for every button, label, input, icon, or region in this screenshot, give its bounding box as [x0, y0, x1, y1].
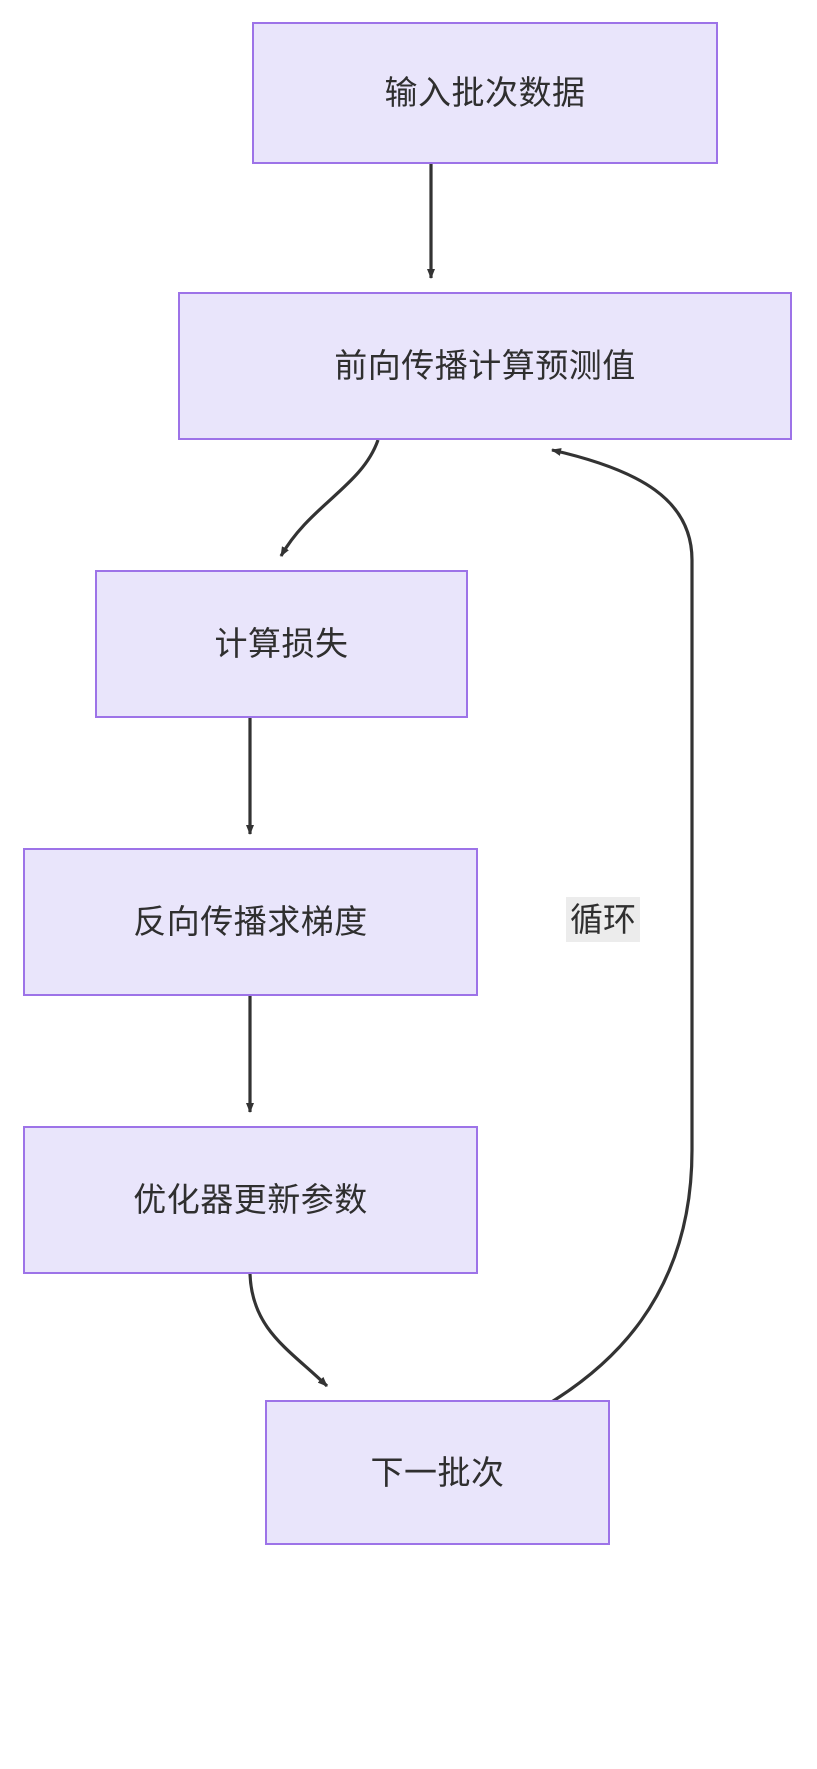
edge-forward-to-loss — [279, 439, 380, 557]
node-input-batch-data[interactable]: 输入批次数据 — [252, 22, 718, 164]
node-label-backward-propagation: 反向传播求梯度 — [133, 903, 368, 941]
node-label-forward-propagation: 前向传播计算预测值 — [334, 347, 636, 385]
node-label-input-batch-data: 输入批次数据 — [384, 74, 586, 112]
node-label-compute-loss: 计算损失 — [214, 625, 349, 663]
node-forward-propagation[interactable]: 前向传播计算预测值 — [178, 292, 792, 440]
edge-next-to-forward-loop — [544, 448, 694, 1408]
edge-label-loop: 循环 — [566, 897, 640, 943]
node-backward-propagation[interactable]: 反向传播求梯度 — [23, 848, 478, 996]
edge-optimize-to-next — [248, 1273, 329, 1388]
node-label-optimizer-update: 优化器更新参数 — [133, 1181, 368, 1219]
node-optimizer-update[interactable]: 优化器更新参数 — [23, 1126, 478, 1274]
node-next-batch[interactable]: 下一批次 — [265, 1400, 610, 1545]
node-label-next-batch: 下一批次 — [370, 1453, 505, 1491]
node-compute-loss[interactable]: 计算损失 — [95, 570, 468, 718]
